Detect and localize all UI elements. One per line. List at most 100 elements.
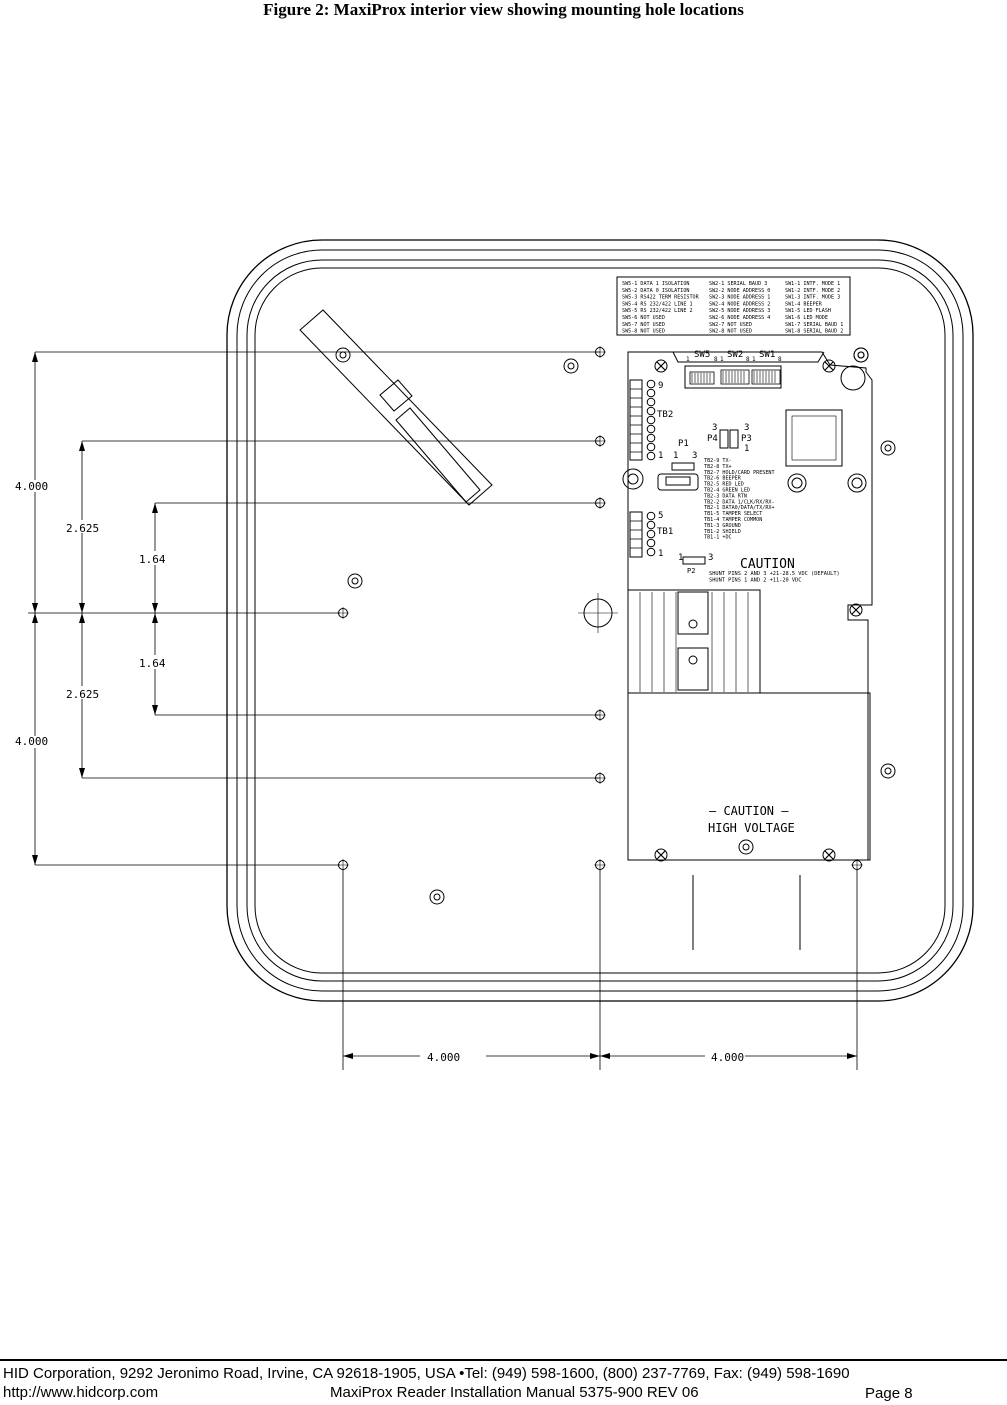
p2-pin-3: 3 — [708, 553, 713, 563]
terminal-legend-line: TB2-7 HOLD/CARD PRESENT — [704, 470, 775, 476]
sw-pin-8b: 8 — [746, 356, 750, 363]
legend-line: SW5-7 NOT USED — [622, 322, 665, 328]
p4-pin-3: 3 — [712, 423, 717, 433]
terminal-legend-line: TB1-5 TAMPER SELECT — [704, 511, 762, 517]
boss-hole — [347, 573, 363, 589]
terminal-screw — [646, 511, 656, 521]
legend-line: SW5-5 RS 232/422 LINE 2 — [622, 308, 693, 314]
terminal-screw — [646, 538, 656, 548]
legend-line: SW2-2 NODE ADDRESS 0 — [709, 288, 770, 294]
figure-caption: Figure 2: MaxiProx interior view showing… — [263, 0, 744, 19]
footer-rule — [0, 1359, 1007, 1361]
sw2-label: SW2 — [727, 350, 743, 360]
tb2-pin-9: 9 — [658, 381, 663, 391]
legend-line: SW1-7 SERIAL BAUD 1 — [785, 322, 843, 328]
legend-line: SW2-3 NODE ADDRESS 1 — [709, 295, 770, 301]
legend-line: SW5-8 NOT USED — [622, 329, 665, 335]
tb1-pin-1: 1 — [658, 549, 663, 559]
terminal-screw — [646, 397, 656, 407]
legend-line: SW1-6 LED MODE — [785, 315, 828, 321]
sw-pin-8c: 8 — [778, 356, 782, 363]
terminal-screw — [646, 406, 656, 416]
sw-pin-1a: 1 — [686, 356, 690, 363]
tb2-label: TB2 — [657, 410, 673, 420]
caution-title: CAUTION — [740, 557, 795, 572]
hv-caution-line2: HIGH VOLTAGE — [708, 821, 795, 835]
footer-page: Page 8 — [865, 1385, 913, 1402]
board-screw — [822, 848, 836, 862]
terminal-legend: TB2-9 TX-TB2-8 TX+TB2-7 HOLD/CARD PRESEN… — [704, 458, 775, 541]
p2-pin-1: 1 — [678, 553, 683, 563]
arrowheads — [32, 352, 857, 1059]
terminal-legend-line: TB2-5 RED LED — [704, 482, 744, 488]
legend-line: SW2-7 NOT USED — [709, 322, 752, 328]
legend-line: SW5-4 RS 232/422 LINE 1 — [622, 301, 693, 307]
terminal-screw — [646, 547, 656, 557]
tamper-arm — [299, 309, 493, 506]
dim-v-top-2625: 2.625 — [66, 522, 99, 535]
legend-line: SW5-3 RS422 TERM RESISTOR — [622, 295, 700, 301]
board-screw — [654, 848, 668, 862]
dim-v-bot-4000: 4.000 — [15, 735, 48, 748]
switch-legend-box — [616, 276, 851, 336]
terminal-screw — [646, 415, 656, 425]
shunt-line: SHUNT PINS 1 AND 2 +11-20 VDC — [709, 578, 801, 584]
dim-h-right-4000: 4.000 — [711, 1051, 744, 1064]
terminal-screw — [646, 424, 656, 434]
legend-line: SW2-1 SERIAL BAUD 3 — [709, 281, 767, 287]
sw5-label: SW5 — [694, 350, 710, 360]
terminal-legend-line: TB2-9 TX- — [704, 458, 732, 464]
terminal-legend-line: TB2-2 DATA 1/CLK/RX/RX- — [704, 499, 775, 505]
legend-line: SW1-5 LED FLASH — [785, 308, 831, 314]
legend-line: SW1-8 SERIAL BAUD 2 — [785, 329, 843, 335]
board-screw — [849, 603, 863, 617]
shunt-line: SHUNT PINS 2 AND 3 +21-28.5 VDC (DEFAULT… — [709, 571, 840, 577]
boss-hole — [563, 358, 579, 374]
legend-line: SW1-3 INTF. MODE 3 — [785, 295, 840, 301]
legend-line: SW2-8 NOT USED — [709, 329, 752, 335]
p3-pin-1: 1 — [744, 444, 749, 454]
legend-line: SW2-5 NODE ADDRESS 3 — [709, 308, 770, 314]
board-screw — [654, 359, 668, 373]
hv-caution-line1: — CAUTION — — [709, 804, 789, 818]
terminal-screw — [646, 520, 656, 530]
terminal-legend-line: TB1-2 SHIELD — [704, 529, 741, 535]
legend-line: SW2-4 NODE ADDRESS 2 — [709, 301, 770, 307]
terminal-screw — [646, 388, 656, 398]
terminal-screw — [646, 451, 656, 461]
footer-manual: MaxiProx Reader Installation Manual 5375… — [330, 1384, 699, 1401]
sw-pin-1b: 1 — [720, 356, 724, 363]
terminal-screw — [646, 529, 656, 539]
legend-line: SW5-1 DATA 1 ISOLATION — [622, 281, 689, 287]
boss-hole — [853, 347, 869, 363]
legend-line: SW2-6 NODE ADDRESS 4 — [709, 315, 770, 321]
terminal-legend-line: TB2-3 DATA RTN — [704, 493, 747, 499]
p1-pin-3: 3 — [692, 451, 697, 461]
dim-h-left-4000: 4.000 — [427, 1051, 460, 1064]
sw-pin-8a: 8 — [714, 356, 718, 363]
tb1-pin-5: 5 — [658, 511, 663, 521]
dimension-lines — [28, 351, 858, 1070]
tb2-pin-1: 1 — [658, 451, 663, 461]
boss-hole — [880, 440, 896, 456]
boss-hole — [880, 763, 896, 779]
sw-pin-1c: 1 — [752, 356, 756, 363]
terminal-legend-line: TB2-1 DATA0/DATA/TX/RX+ — [704, 505, 775, 511]
dim-v-bot-2625: 2.625 — [66, 688, 99, 701]
dim-v-top-164: 1.64 — [139, 553, 166, 566]
mounting-hole — [594, 859, 606, 871]
p2-label: P2 — [687, 567, 695, 575]
mounting-hole — [851, 859, 863, 871]
p4-label: P4 — [707, 434, 718, 444]
terminal-screw — [646, 379, 656, 389]
p3-label: P3 — [741, 434, 752, 444]
shunt-note: SHUNT PINS 2 AND 3 +21-28.5 VDC (DEFAULT… — [709, 571, 840, 584]
p1-pin-1: 1 — [673, 451, 678, 461]
sw1-label: SW1 — [759, 350, 775, 360]
footer-address: HID Corporation, 9292 Jeronimo Road, Irv… — [3, 1365, 850, 1382]
terminal-legend-line: TB1-1 +DC — [704, 535, 732, 541]
terminal-legend-line: TB2-6 BEEPER — [704, 476, 742, 482]
dim-v-bot-164: 1.64 — [139, 657, 166, 670]
